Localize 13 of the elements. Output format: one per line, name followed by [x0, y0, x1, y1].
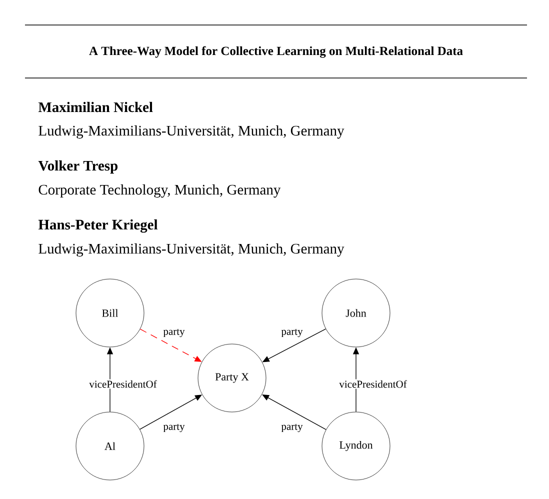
author-name: Hans-Peter Kriegel	[38, 219, 158, 233]
author-name: Volker Tresp	[38, 160, 118, 174]
edge-label: vicePresidentOf	[88, 379, 158, 389]
affiliation: Ludwig-Maximilians-Universität, Munich, Germany	[38, 125, 344, 139]
edge-label: party	[280, 328, 304, 338]
edge-label: party	[280, 422, 304, 434]
affiliation: Ludwig-Maximilians-Universität, Munich, Germany	[38, 243, 344, 257]
edge-label: party	[162, 422, 186, 434]
edge-label: party	[162, 328, 186, 338]
author-name: Maximilian Nickel	[38, 102, 153, 112]
affiliation: Corporate Technology, Munich, Germany	[38, 184, 281, 198]
edge-label: vicePresidentOf	[338, 379, 408, 389]
paper-title: A Three-Way Model for Collective Learning on Multi-Relational Data	[89, 46, 463, 58]
